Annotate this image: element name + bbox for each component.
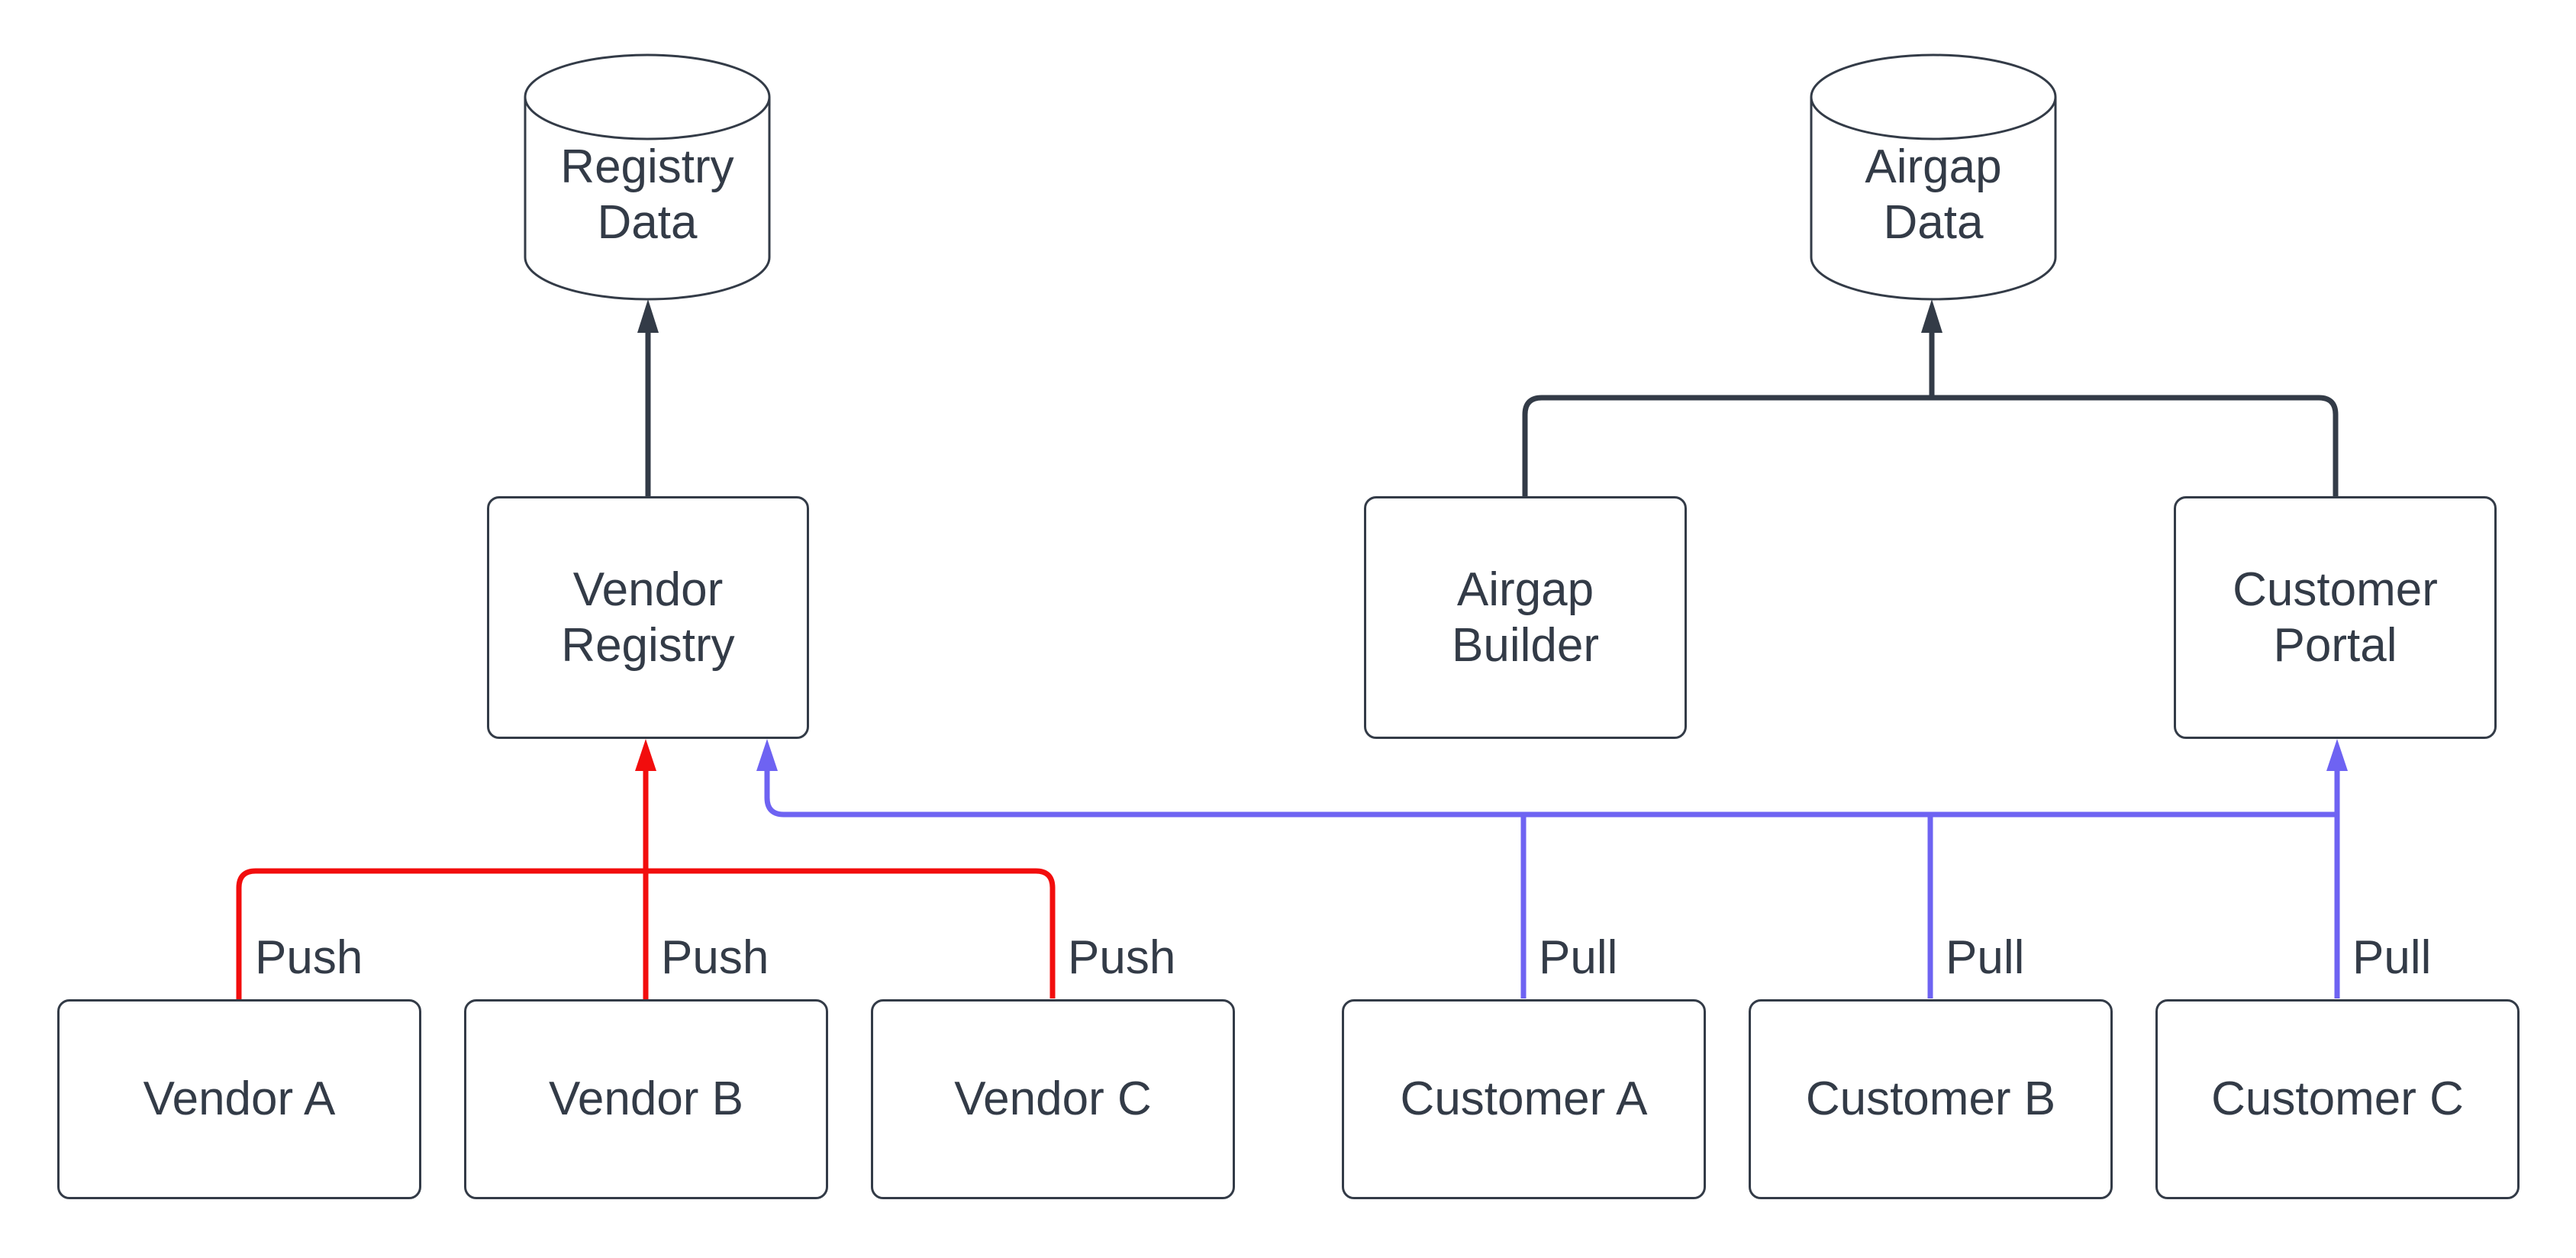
airgap-data-cylinder [1810,53,2057,301]
node-customer-a: Customer A [1342,999,1706,1199]
registry-data-label: Registry Data [560,140,734,249]
edge-branch-airgap [1522,395,2339,496]
node-customer-b: Customer B [1749,999,2113,1199]
node-vendor-a: Vendor A [57,999,421,1199]
pull-label-customer-c: Pull [2352,931,2432,984]
airgap-data-arrowhead [1921,299,1942,333]
push-label-vendor-b: Push [661,931,769,984]
pull-label-customer-b: Pull [1946,931,2025,984]
node-customer-c: Customer C [2155,999,2520,1199]
node-customer-portal: Customer Portal [2174,496,2497,739]
edge-pull-trunk [764,769,2337,818]
push-label-vendor-c: Push [1068,931,1176,984]
pull-arrowhead-customer-portal [2326,739,2348,771]
node-airgap-builder: Airgap Builder [1364,496,1687,739]
registry-data-cylinder [524,53,771,301]
pull-arrowhead-vendor-registry [756,739,778,771]
push-label-vendor-a: Push [255,931,363,984]
node-vendor-c: Vendor C [871,999,1235,1199]
registry-data-arrowhead [637,299,659,333]
airgap-data-label: Airgap Data [1865,140,2002,249]
node-vendor-registry: Vendor Registry [487,496,809,739]
push-arrowhead-vendor-registry [635,739,656,771]
pull-label-customer-a: Pull [1539,931,1618,984]
node-vendor-b: Vendor B [464,999,828,1199]
